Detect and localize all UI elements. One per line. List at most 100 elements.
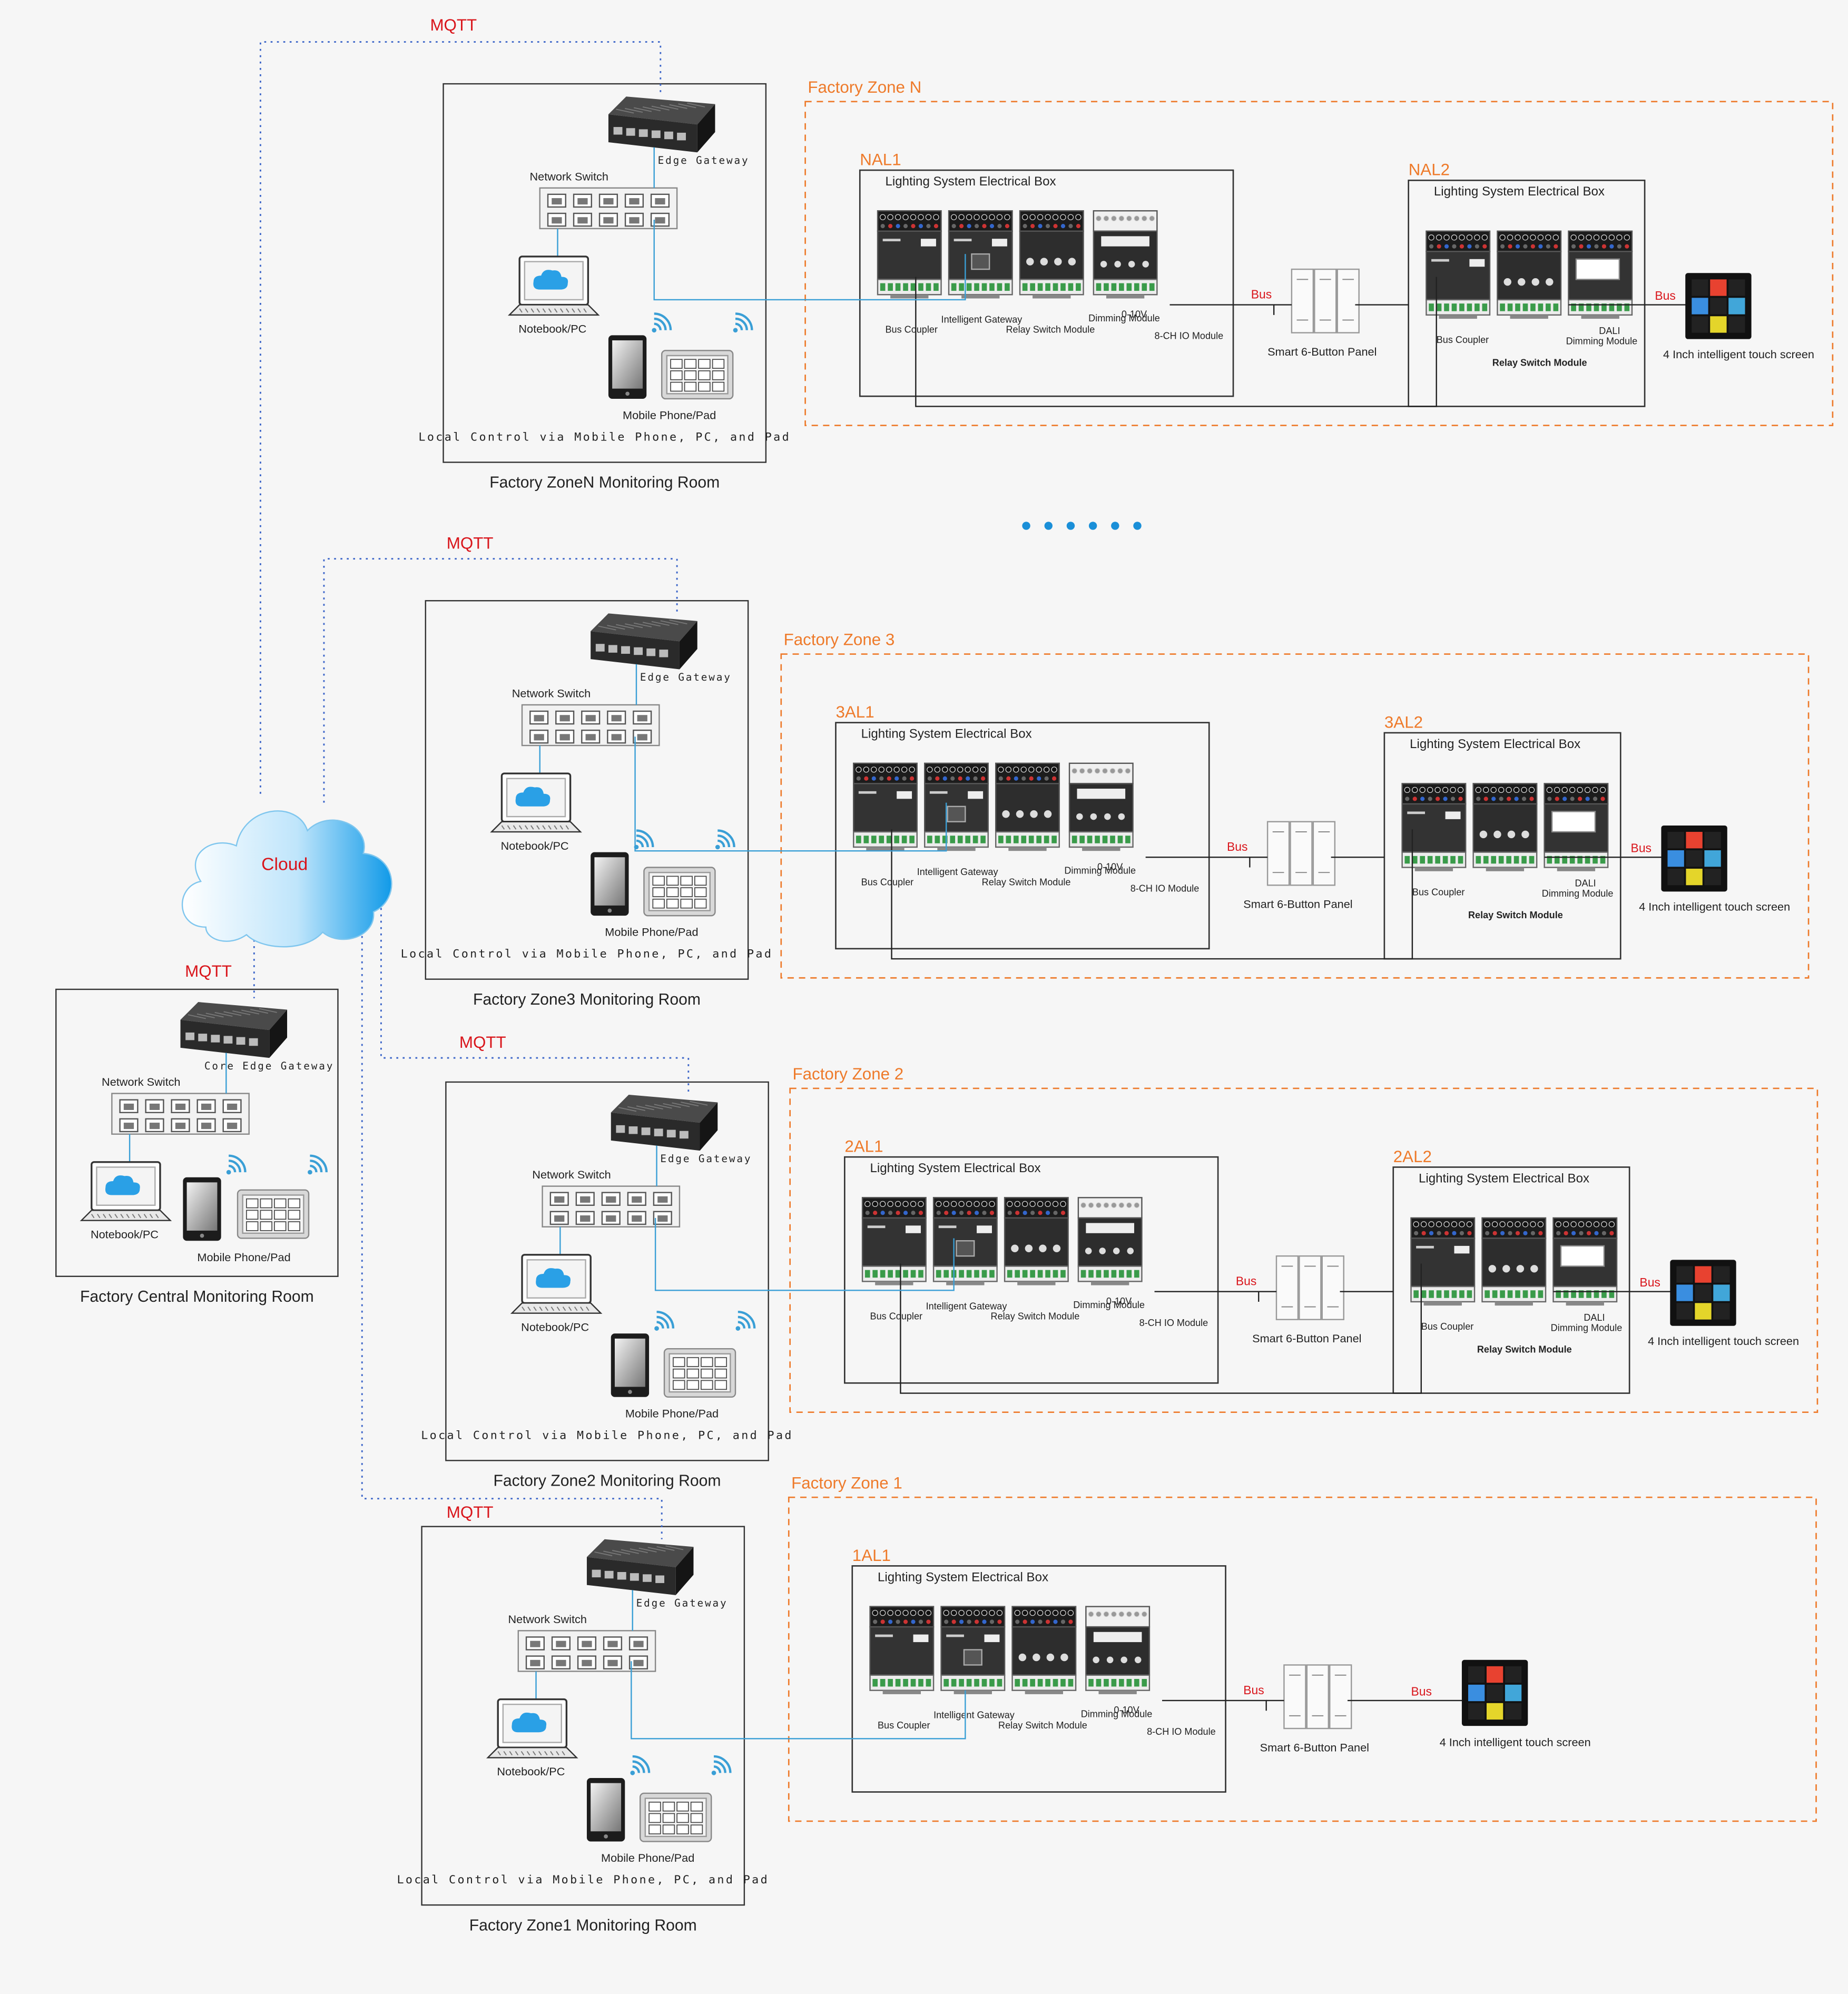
brand-plate [977,1225,992,1233]
smart-6-button-panel-icon [1283,1664,1352,1730]
terminal-led [1515,1231,1520,1235]
terminal-green [989,1270,995,1278]
module-face [995,783,1060,833]
touch-screen-icon [1661,825,1727,892]
gateway-fin [672,1102,690,1107]
terminal-green [895,1270,901,1278]
zone-dashed-border [789,1087,1818,1413]
terminal-led [1030,224,1035,229]
din-rail-module-relay [1011,1606,1077,1694]
terminal-led [865,1211,870,1215]
terminal-screw [1052,214,1059,220]
din-clip [1439,315,1477,319]
module-face [853,783,918,833]
terminal-screw [1149,215,1155,222]
more-zones-dot [1111,522,1119,530]
laptop-key [522,1307,525,1311]
terminal-led [1571,1231,1576,1235]
terminal-green [910,1678,916,1687]
terminal-screw [872,1609,878,1616]
module-terminal-bottom [1568,299,1633,316]
panel-gang [1306,1664,1330,1730]
terminal-screw [936,1201,942,1207]
terminal-green [1554,856,1560,864]
keypad-key [701,1368,713,1379]
din-rail-module-relay [1472,783,1538,871]
terminal-screw [1522,234,1529,241]
edge-gateway-icon [180,1002,288,1058]
module-terminal-top [869,1606,935,1628]
terminal-screw [943,1201,949,1207]
wifi-arc [717,839,725,848]
terminal-screw [1442,787,1449,793]
mobile-label: Mobile Phone/Pad [197,1251,290,1264]
gateway-side [675,1547,694,1595]
terminal-green [895,283,901,291]
mobile-label: Mobile Phone/Pad [623,409,716,422]
module-knob [1479,830,1488,839]
switch-port-pin [201,1103,212,1110]
terminal-led [1005,224,1009,229]
screen-tile [1704,850,1721,867]
terminal-green [1578,1290,1584,1298]
terminal-green [981,1678,987,1687]
terminal-green [980,836,986,843]
module-knob [1076,813,1083,820]
laptop-key [544,1751,548,1756]
terminal-green [1467,303,1472,311]
terminal-led [910,776,915,781]
terminal-green [926,283,931,291]
keypad-panel-icon [643,867,716,917]
laptop-key [572,308,575,313]
terminal-led [880,1211,885,1215]
terminal-led [1529,797,1534,801]
laptop-key [548,825,552,830]
brand-plate [991,239,1007,247]
bus-label: Bus [1251,288,1272,301]
switch-port-pin [530,1659,540,1666]
terminal-green [1006,836,1011,843]
terminal-green [1045,1270,1050,1278]
network-switch-icon [542,1185,681,1227]
terminal-led [888,1211,893,1215]
cloud-icon [105,1175,140,1195]
keypad-key [698,370,711,380]
mqtt-dotted-path [380,895,690,1096]
din-clip [1423,1301,1462,1306]
laptop-key [554,308,558,313]
terminal-screw [949,767,956,773]
smart-6-button-panel-icon [1275,1255,1344,1320]
terminal-green [1546,303,1551,311]
terminal-screw [1499,234,1506,241]
terminal-green [1538,1290,1544,1298]
terminal-green [1110,836,1115,843]
terminal-led [911,224,916,229]
terminal-led [896,1211,900,1215]
bus-coupler-label: Bus Coupler [861,877,913,887]
terminal-led [1068,1619,1073,1624]
terminal-screw [1125,768,1131,774]
keypad-key [648,1813,661,1823]
terminal-green [1515,303,1520,311]
switch-port-pin [554,1215,565,1222]
gateway-fin [196,1013,215,1018]
terminal-screw [950,1609,957,1616]
screen-tile [1713,1284,1730,1301]
wifi-arc [738,1311,756,1329]
switch-port-pin [582,1659,592,1666]
switch-port-pin [633,1659,644,1666]
gateway-port [595,644,605,652]
laptop-key [554,825,557,830]
terminal-green [1521,856,1527,864]
terminal-green [1080,1270,1086,1278]
terminal-screw [1552,234,1559,241]
switch-port-pin [149,1123,160,1129]
wifi-arc [632,1755,651,1773]
laptop-key [143,1214,148,1219]
mqtt-dotted-path [361,904,663,1539]
terminal-screw [864,1201,871,1207]
laptop-key [120,1214,124,1219]
terminal-screw [1103,1611,1109,1617]
din-clip [1495,1301,1533,1306]
